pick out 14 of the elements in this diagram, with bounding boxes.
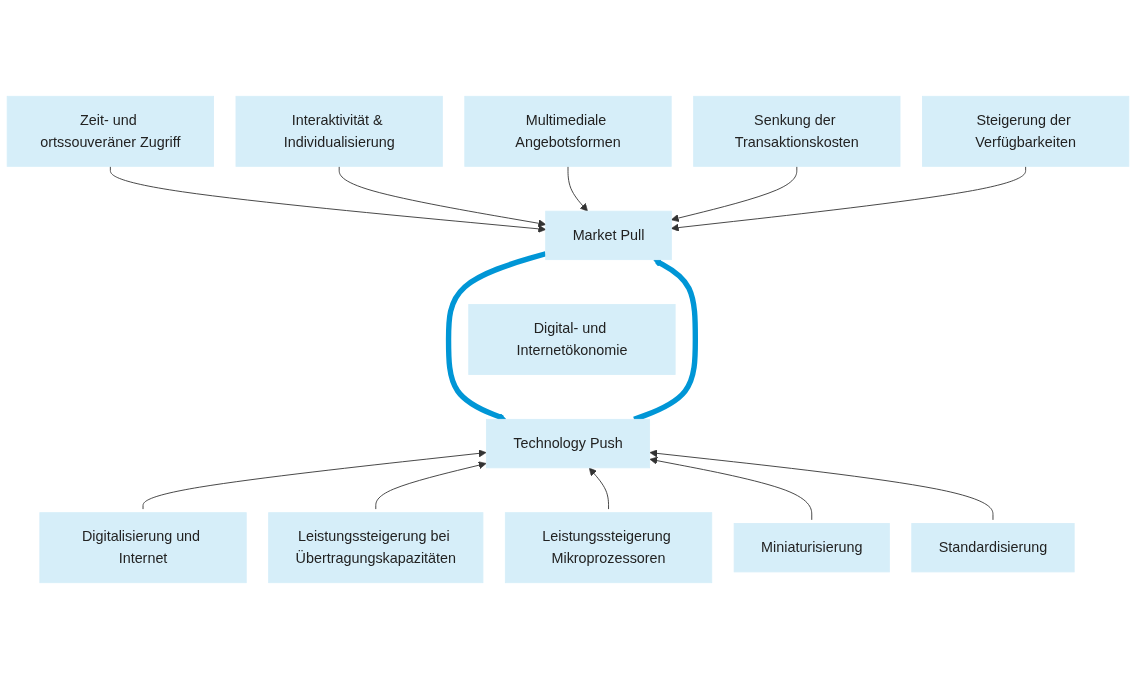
node-box: Miniaturisierung [733, 523, 890, 573]
node-box: Leistungssteigerung bei Übertragungskapazitäten [268, 512, 484, 584]
node-box: Technology Push [485, 418, 651, 469]
node-box: Senkung der Transaktionskosten [693, 95, 901, 167]
node-box: Digitalisierung und Internet [39, 512, 247, 584]
node-box: Steigerung der Verfügbarkeiten [922, 95, 1130, 167]
node-box: Interaktivität & Individualisierung [235, 95, 443, 167]
node-box: Market Pull [545, 210, 672, 261]
arrow [445, 251, 547, 421]
node-box: Leistungssteigerung Mikroprozessoren [504, 512, 713, 584]
node-box: Standardisierung [911, 523, 1075, 573]
node-box: Digital- und Internetökonomie [468, 304, 676, 375]
node-box: Multimediale Angebotsformen [464, 95, 672, 167]
node-box: Zeit- und ortssouveräner Zugriff [6, 95, 214, 167]
